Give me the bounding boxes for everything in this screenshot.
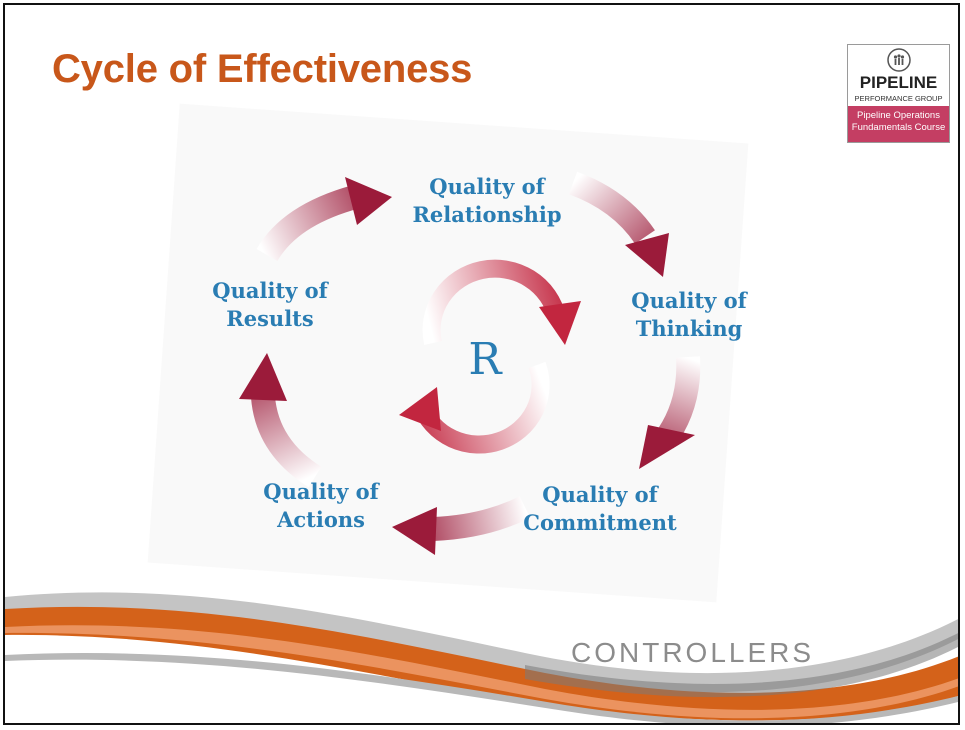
node-line: Commitment bbox=[523, 510, 677, 535]
node-quality-of-thinking: Quality of Thinking bbox=[609, 287, 769, 343]
node-line: Thinking bbox=[635, 316, 743, 341]
arrow-commitment-to-actions bbox=[392, 496, 531, 555]
people-emblem-icon bbox=[887, 48, 911, 72]
pipeline-logo: PIPELINE PERFORMANCE GROUP Pipeline Oper… bbox=[847, 44, 950, 143]
logo-course-band: Pipeline Operations Fundamentals Course bbox=[848, 106, 949, 142]
node-line: Quality of bbox=[429, 174, 545, 199]
slide: Cycle of Effectiveness PIPELINE PERFORMA… bbox=[3, 3, 960, 725]
center-letter: R bbox=[468, 334, 502, 385]
logo-course-line-1: Pipeline Operations bbox=[857, 110, 940, 121]
node-line: Actions bbox=[277, 507, 365, 532]
arrow-actions-to-results bbox=[239, 353, 322, 488]
logo-course-line-2: Fundamentals Course bbox=[851, 122, 946, 133]
logo-name: PIPELINE bbox=[859, 73, 938, 92]
arrow-results-to-relationship bbox=[256, 177, 392, 262]
node-line: Quality of bbox=[212, 278, 328, 303]
slide-title: Cycle of Effectiveness bbox=[52, 47, 473, 91]
center-arrow-top bbox=[422, 259, 581, 345]
node-line: Quality of bbox=[542, 482, 658, 507]
node-quality-of-results: Quality of Results bbox=[190, 277, 350, 333]
arrow-relationship-to-thinking bbox=[568, 171, 669, 277]
arrow-thinking-to-commitment bbox=[639, 356, 701, 469]
node-line: Results bbox=[226, 306, 314, 331]
node-line: Quality of bbox=[263, 479, 379, 504]
node-line: Quality of bbox=[631, 288, 747, 313]
footer-word: CONTROLLERS bbox=[571, 637, 815, 668]
logo-subtitle: PERFORMANCE GROUP bbox=[854, 94, 943, 103]
node-quality-of-relationship: Quality of Relationship bbox=[397, 173, 577, 229]
center-arrow-bottom bbox=[399, 361, 550, 454]
node-quality-of-commitment: Quality of Commitment bbox=[510, 481, 690, 537]
footer-swoosh bbox=[5, 592, 958, 723]
node-line: Relationship bbox=[412, 202, 562, 227]
cycle-diagram bbox=[5, 103, 958, 723]
node-quality-of-actions: Quality of Actions bbox=[241, 478, 401, 534]
